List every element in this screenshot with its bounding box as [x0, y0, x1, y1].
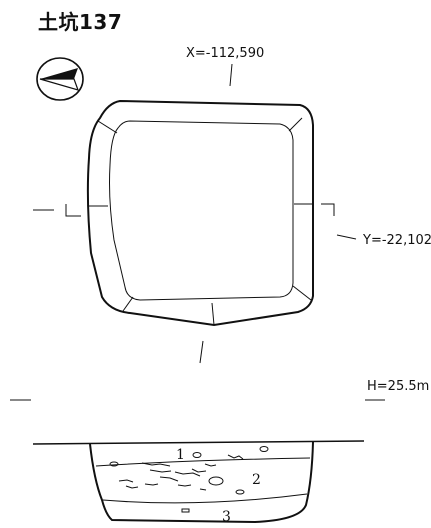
pit-inner-outline: [109, 120, 294, 301]
section-profile: [32, 440, 365, 524]
layer-label-1: 1: [176, 447, 185, 463]
elevation-label: H=25.5m: [367, 379, 430, 394]
slope-hachures: [88, 117, 314, 326]
layer-label-3: 3: [222, 509, 231, 525]
grid-ticks: [10, 63, 385, 401]
north-arrow-icon: [36, 57, 84, 101]
page-title: 土坑137: [38, 10, 123, 34]
y-coordinate-label: Y=-22,102: [363, 233, 431, 248]
layer-label-2: 2: [252, 472, 261, 488]
x-coordinate-label: X=-112,590: [186, 46, 265, 61]
pit-outer-outline: [86, 99, 314, 327]
